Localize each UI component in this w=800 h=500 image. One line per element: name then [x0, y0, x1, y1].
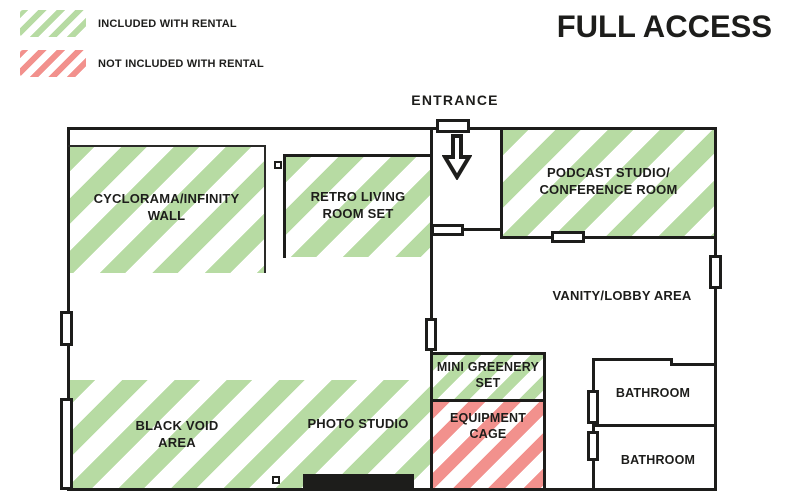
door-corridor-to-lobby — [431, 224, 464, 236]
column-marker-top — [274, 161, 282, 169]
label-retro-living: RETRO LIVING ROOM SET — [310, 189, 406, 221]
label-photo-studio: PHOTO STUDIO — [307, 416, 409, 431]
door-bathroom-bottom — [587, 431, 599, 461]
door-bathroom-top — [587, 390, 599, 424]
line-cyclorama-top — [68, 145, 266, 147]
legend-not-included-label: NOT INCLUDED WITH RENTAL — [98, 58, 264, 70]
wall-retro-top — [283, 154, 433, 157]
region-retro-living — [286, 157, 430, 257]
wall-center-divider — [430, 127, 433, 488]
region-equipment-cage — [433, 402, 543, 488]
region-podcast-studio — [503, 130, 714, 236]
page-title: FULL ACCESS — [556, 8, 772, 45]
region-black-void-photo-studio — [70, 380, 430, 488]
door-entrance — [436, 119, 470, 133]
wall-equipment-right — [543, 352, 546, 491]
label-bathroom-top: BATHROOM — [615, 386, 691, 400]
label-bathroom-bottom: BATHROOM — [620, 453, 696, 467]
door-left-wall — [60, 311, 73, 346]
label-podcast-studio: PODCAST STUDIO/ CONFERENCE ROOM — [539, 165, 678, 197]
wall-bathroom-divider — [592, 424, 717, 427]
wall-right — [714, 127, 717, 491]
region-mini-greenery — [433, 355, 543, 399]
legend-included-label: INCLUDED WITH RENTAL — [98, 18, 237, 30]
door-right-wall — [709, 255, 722, 289]
region-cyclorama — [69, 147, 264, 273]
wall-corridor-bottom — [430, 228, 503, 231]
wall-top — [67, 127, 717, 130]
label-mini-greenery: MINI GREENERY SET — [436, 360, 540, 390]
wall-mini-greenery-top — [430, 352, 546, 355]
backdrop-bar — [303, 474, 414, 488]
wall-podcast-bottom — [500, 236, 717, 239]
wall-bathroom-top-2 — [670, 363, 717, 366]
label-black-void: BLACK VOID AREA — [135, 418, 219, 450]
wall-left — [67, 127, 70, 491]
door-left-wall-tall — [60, 398, 73, 490]
label-vanity-lobby: VANITY/LOBBY AREA — [552, 288, 692, 303]
included-swatch-icon — [20, 10, 86, 37]
entrance-arrow-icon — [442, 134, 472, 180]
door-podcast-studio — [551, 231, 585, 243]
door-photo-studio-to-lobby — [425, 318, 437, 351]
column-marker-bottom — [272, 476, 280, 484]
wall-bottom — [67, 488, 717, 491]
wall-equipment-divider — [430, 399, 546, 402]
not-included-swatch-icon — [20, 50, 86, 77]
entrance-label: ENTRANCE — [411, 92, 499, 108]
line-cyclorama-right — [264, 145, 266, 273]
label-cyclorama: CYCLORAMA/INFINITY WALL — [93, 191, 240, 223]
wall-corridor-right — [500, 127, 503, 239]
wall-bathroom-step — [670, 358, 673, 366]
wall-bathroom-top-1 — [592, 358, 673, 361]
label-equipment-cage: EQUIPMENT CAGE — [449, 411, 527, 441]
wall-retro-left — [283, 154, 286, 258]
